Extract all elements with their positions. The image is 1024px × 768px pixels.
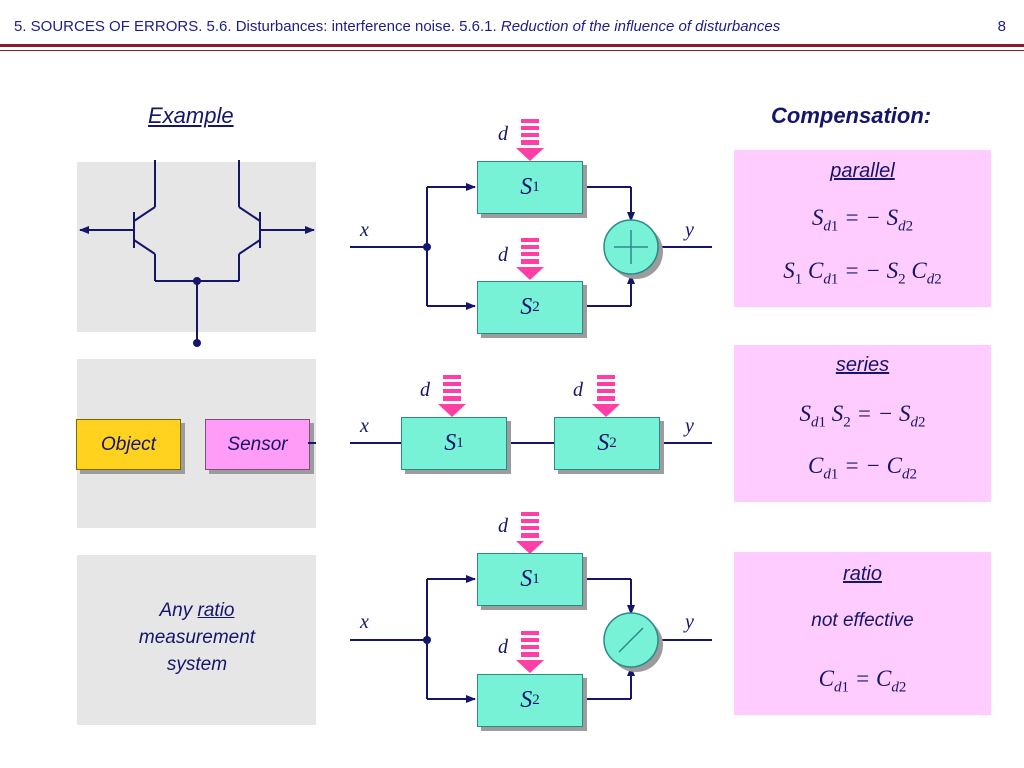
label-y-parallel: y [685, 219, 694, 241]
compensation-title: Compensation: [771, 103, 932, 128]
summing-node [603, 219, 663, 279]
header-section: 5. SOURCES OF ERRORS. 5.6. Disturbances:… [14, 18, 501, 35]
example-title: Example [148, 103, 234, 128]
terminal-dot [193, 339, 201, 347]
sensor-box: Sensor [205, 419, 310, 470]
ratio-any-text: Any [159, 600, 193, 621]
comp-ratio-eq: Cd1 = Cd2 [818, 666, 907, 696]
disturbance-arrow-s2 [592, 375, 620, 417]
comp-parallel-title: parallel [830, 160, 895, 182]
panel-ratio-system [77, 555, 316, 725]
header-subtitle: Reduction of the influence of disturbanc… [500, 18, 781, 35]
label-d-r1: d [498, 515, 508, 537]
label-y-ratio: y [685, 611, 694, 633]
comp-parallel-box: parallel Sd1 = − Sd2 S1 Cd1 = − S2 Cd2 [734, 150, 991, 307]
header-rule-thin [0, 50, 1024, 51]
label-x-parallel: x [360, 219, 369, 241]
ratio-system-word: system [166, 654, 228, 675]
branch-dot-ratio [423, 636, 431, 644]
disturbance-arrow-s1 [438, 375, 466, 417]
label-d-s1: d [420, 379, 430, 401]
comp-parallel-eq1: Sd1 = − Sd2 [811, 205, 914, 235]
dividing-node [603, 612, 663, 672]
comp-series-box: series Sd1 S2 = − Sd2 Cd1 = − Cd2 [734, 345, 991, 502]
label-x-series: x [360, 415, 369, 437]
comp-ratio-note: not effective [811, 610, 914, 631]
object-box: Object [76, 419, 181, 470]
disturbance-arrow-r2 [516, 631, 544, 673]
page-number: 8 [997, 18, 1006, 35]
comp-ratio-box: ratio not effective Cd1 = Cd2 [734, 552, 991, 715]
comp-series-title: series [835, 354, 890, 376]
label-d-r2: d [498, 636, 508, 658]
slide-header: 5. SOURCES OF ERRORS. 5.6. Disturbances:… [14, 18, 780, 35]
label-d-s2: d [573, 379, 583, 401]
label-x-ratio: x [360, 611, 369, 633]
branch-dot-parallel [423, 243, 431, 251]
ratio-word: ratio [197, 600, 235, 621]
comp-series-eq2: Cd1 = − Cd2 [808, 453, 917, 483]
label-y-series: y [685, 415, 694, 437]
comp-parallel-eq2: S1 Cd1 = − S2 Cd2 [783, 258, 942, 288]
comp-series-eq1: Sd1 S2 = − Sd2 [799, 401, 926, 431]
label-d-p2: d [498, 244, 508, 266]
disturbance-arrow-r1 [516, 512, 544, 554]
junction-dot [193, 277, 201, 285]
disturbance-arrow-p1 [516, 119, 544, 161]
header-rule [0, 44, 1024, 47]
ratio-measurement-text: measurement [138, 627, 256, 648]
comp-ratio-title: ratio [843, 563, 882, 585]
ratio-system-text: Any ratio measurement system [78, 597, 316, 678]
label-d-p1: d [498, 123, 508, 145]
disturbance-arrow-p2 [516, 238, 544, 280]
